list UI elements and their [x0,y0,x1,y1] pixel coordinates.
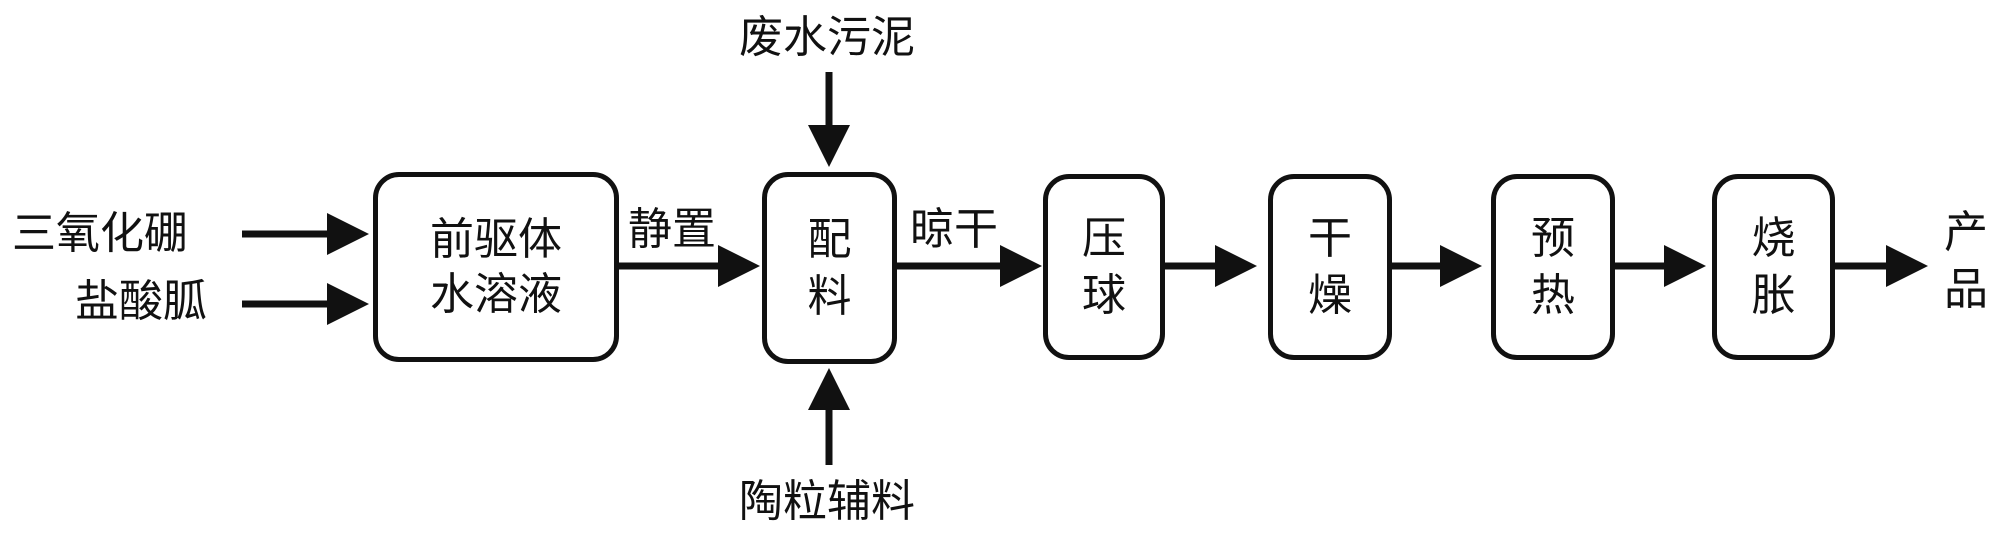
step-batching-label: 配料 [807,213,852,322]
input-boron-trioxide: 三氧化硼 [12,208,188,259]
input-ceramsite-auxiliary: 陶粒辅料 [739,476,915,527]
step-precursor-line1: 前驱体 [430,214,562,265]
step-pelletizing: 压球 [1043,174,1165,360]
step-expansion-firing: 烧胀 [1712,174,1835,360]
step-batching: 配料 [762,172,897,364]
transition-air-drying: 晾干 [910,204,998,255]
input-wastewater-sludge: 废水污泥 [739,12,915,63]
step-expansion-firing-label: 烧胀 [1751,212,1796,321]
step-drying: 干燥 [1268,174,1392,360]
step-preheating-label: 预热 [1531,212,1575,321]
step-precursor-solution: 前驱体 水溶液 [373,172,619,362]
output-product: 产品 [1944,207,1988,316]
step-precursor-line2: 水溶液 [430,269,562,320]
transition-standing: 静置 [628,204,716,255]
input-guanidine-hcl: 盐酸胍 [75,276,207,327]
step-preheating: 预热 [1491,174,1615,360]
step-pelletizing-label: 压球 [1082,212,1126,321]
step-drying-label: 干燥 [1308,212,1352,321]
